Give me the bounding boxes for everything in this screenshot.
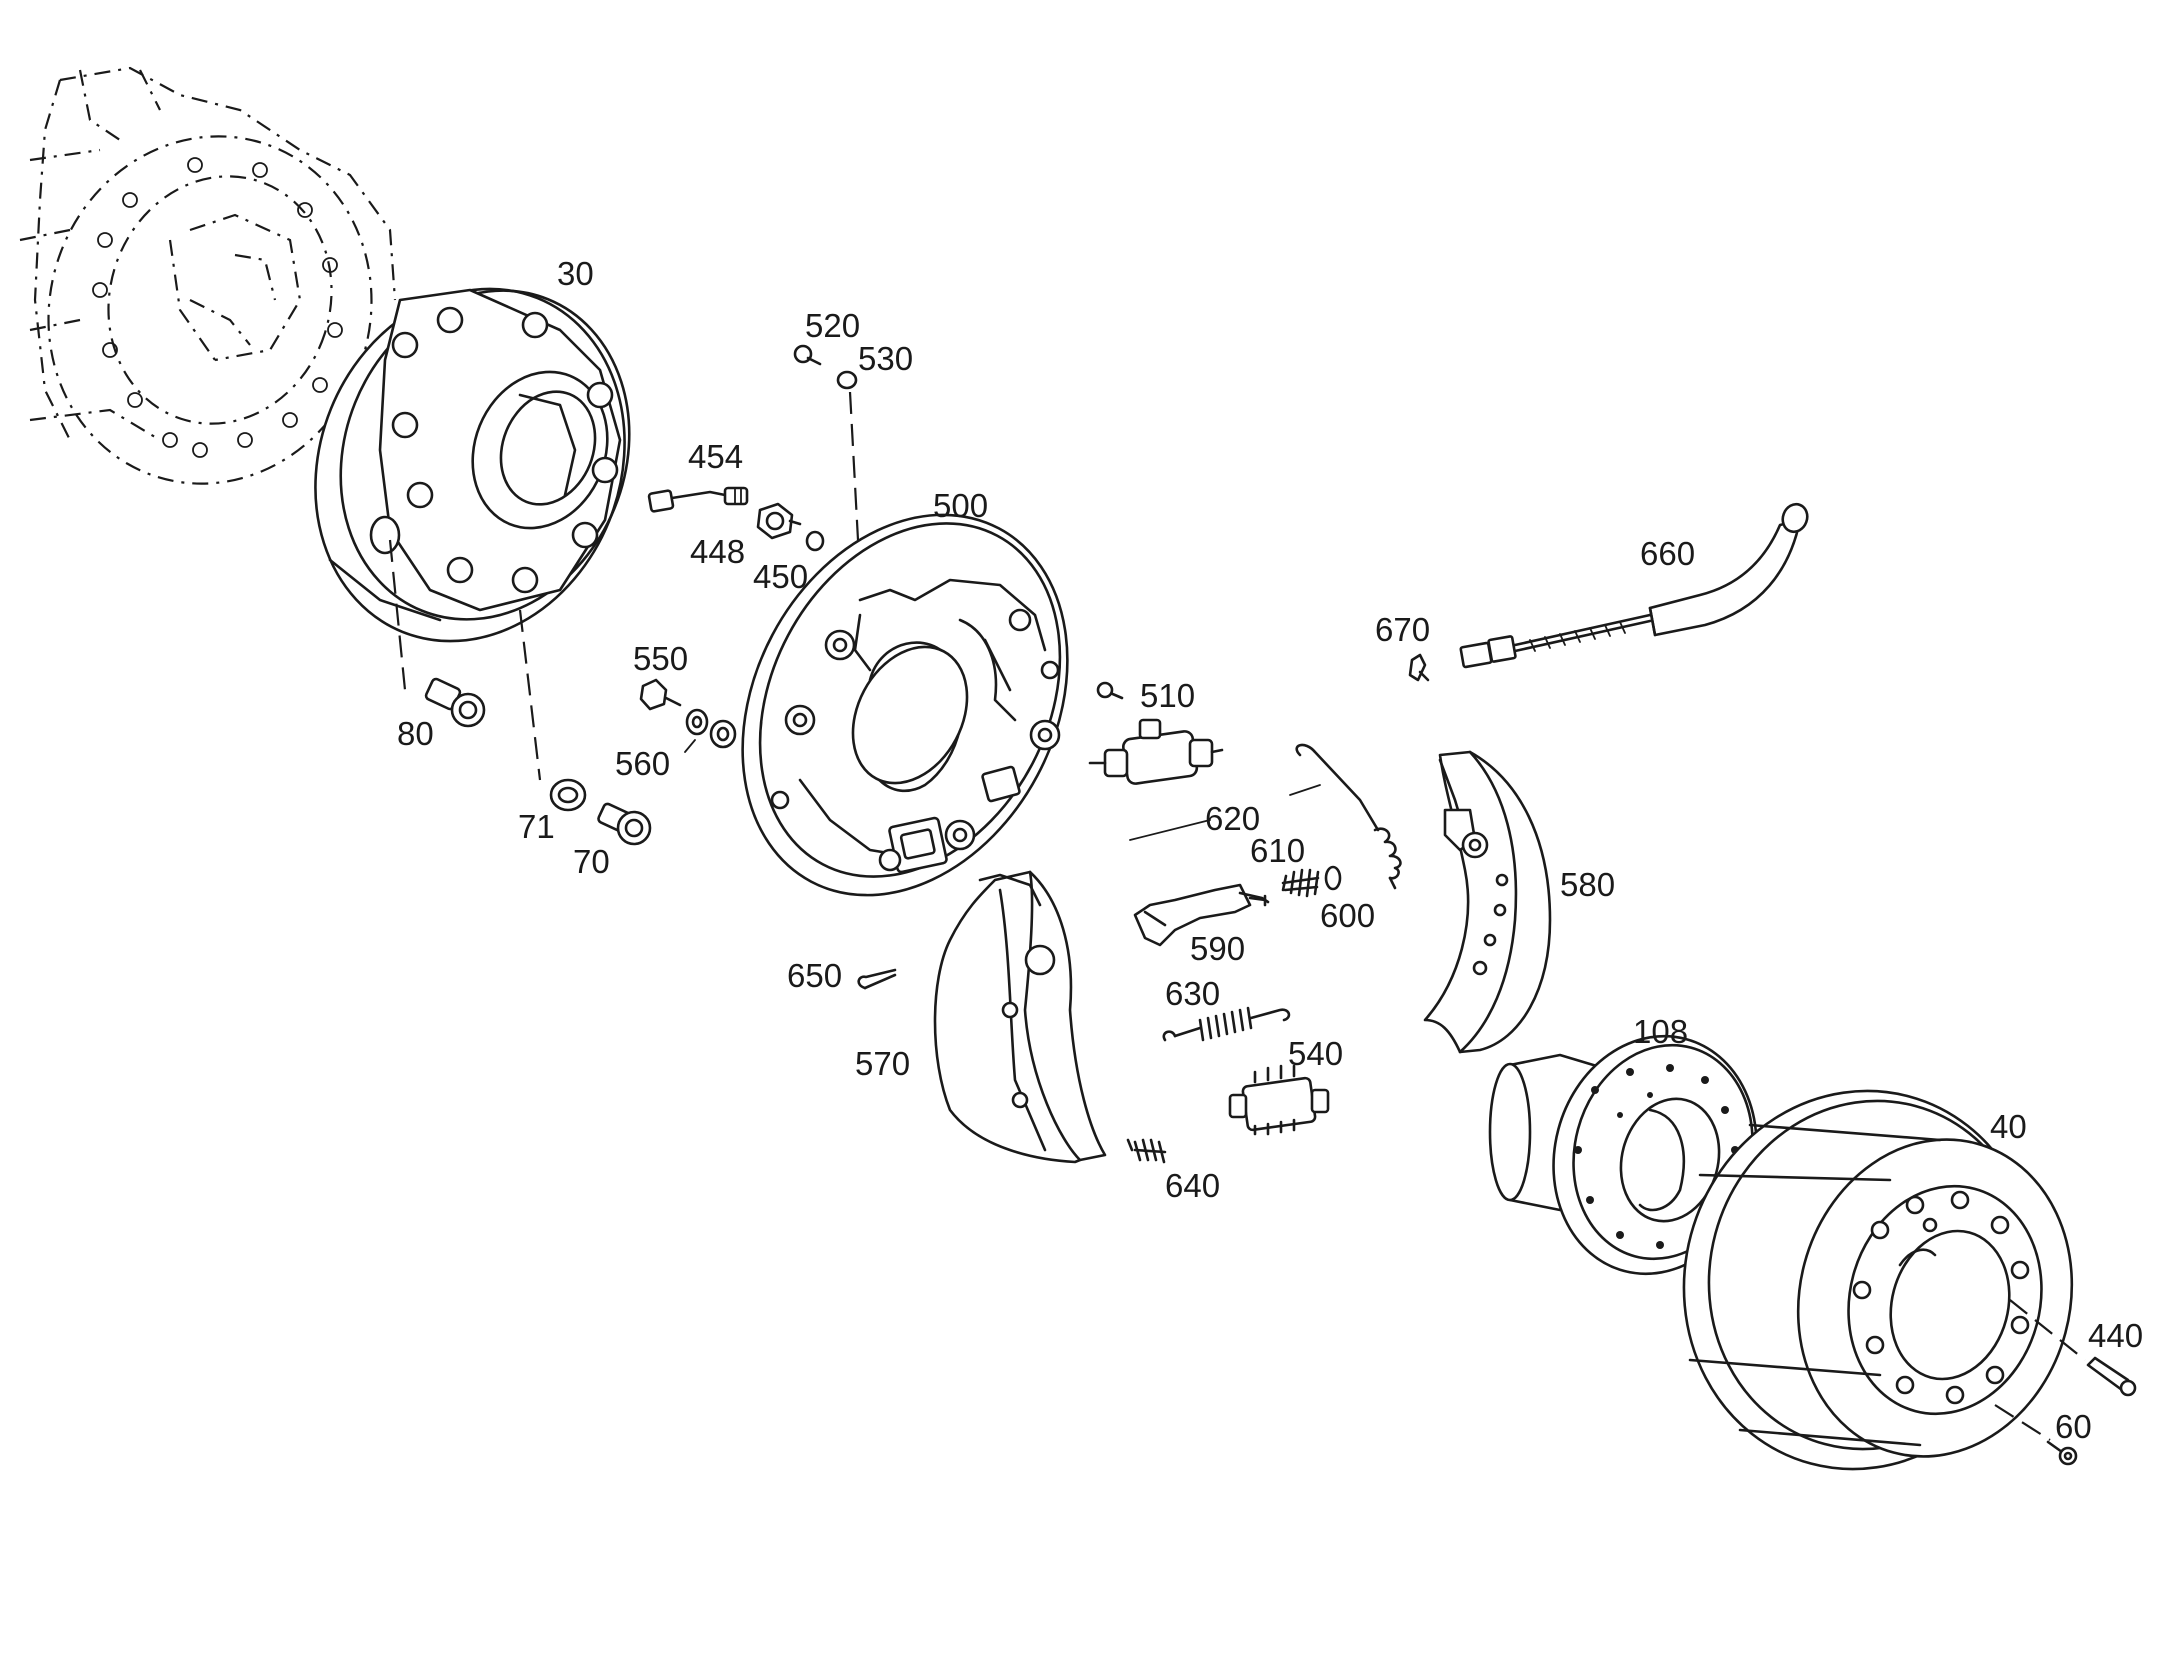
label-600: 600 (1320, 897, 1375, 934)
part-550-bolt (639, 678, 682, 711)
part-630-spring (1162, 1006, 1291, 1042)
part-448-fitting (756, 502, 802, 540)
part-620-return-spring (1129, 743, 1402, 890)
part-510-wheel-cylinder (1088, 681, 1224, 785)
label-650: 650 (787, 957, 842, 994)
label-640: 640 (1165, 1167, 1220, 1204)
label-550: 550 (633, 640, 688, 677)
leader-30-to-71 (518, 609, 542, 781)
part-80-bolt (424, 677, 486, 728)
label-448: 448 (690, 533, 745, 570)
label-540: 540 (1288, 1035, 1343, 1072)
label-60: 60 (2055, 1408, 2092, 1445)
label-530: 530 (858, 340, 913, 377)
part-40-brake-drum (1682, 1089, 2074, 1471)
label-454: 454 (688, 438, 743, 475)
part-520-screw (793, 344, 822, 366)
label-70: 70 (573, 843, 610, 880)
part-650-pin (857, 968, 897, 990)
label-510: 510 (1140, 677, 1195, 714)
part-440-stud (2086, 1356, 2137, 1397)
leader-440 (2009, 1299, 2086, 1361)
label-500: 500 (933, 487, 988, 524)
part-600-washer (1324, 865, 1342, 891)
part-450-seal-ring (805, 530, 825, 552)
part-580-brake-shoe (1423, 750, 1552, 1054)
label-71: 71 (518, 808, 555, 845)
part-670-clip (1408, 653, 1430, 682)
part-640-spring (1126, 1138, 1167, 1164)
leader-60 (1994, 1404, 2051, 1441)
label-108: 108 (1633, 1013, 1688, 1050)
label-580: 580 (1560, 866, 1615, 903)
label-40: 40 (1990, 1108, 2027, 1145)
leader-530-to-500 (848, 391, 860, 541)
label-570: 570 (855, 1045, 910, 1082)
part-560-washers (685, 708, 737, 749)
label-630: 630 (1165, 975, 1220, 1012)
label-670: 670 (1375, 611, 1430, 648)
housing-bolt-holes (92, 157, 343, 458)
label-30: 30 (557, 255, 594, 292)
label-450: 450 (753, 558, 808, 595)
part-71-washer (549, 778, 587, 812)
leader-30-to-80 (388, 539, 407, 691)
part-570-brake-shoe (933, 870, 1107, 1164)
axle-housing-outline (19, 66, 397, 485)
label-440: 440 (2088, 1317, 2143, 1354)
part-70-bolt (597, 802, 652, 846)
part-60-screw (2046, 1440, 2078, 1466)
part-610-spring (1281, 868, 1320, 898)
part-530-washer (836, 370, 858, 390)
part-500-backing-plate (741, 513, 1069, 897)
part-660-parking-brake-cable (1459, 502, 1809, 669)
label-520: 520 (805, 307, 860, 344)
label-660: 660 (1640, 535, 1695, 572)
label-80: 80 (397, 715, 434, 752)
part-454-brake-hose (647, 486, 749, 513)
label-590: 590 (1190, 930, 1245, 967)
label-560: 560 (615, 745, 670, 782)
part-590-adjuster-lever (1133, 883, 1270, 947)
label-620: 620 (1205, 800, 1260, 837)
leader-560 (684, 739, 696, 753)
part-30-flange-housing (314, 287, 631, 643)
label-610: 610 (1250, 832, 1305, 869)
part-number-labels: 30 520 530 454 500 448 450 660 670 550 8… (397, 255, 2143, 1445)
part-540-adjuster (1228, 1064, 1330, 1136)
